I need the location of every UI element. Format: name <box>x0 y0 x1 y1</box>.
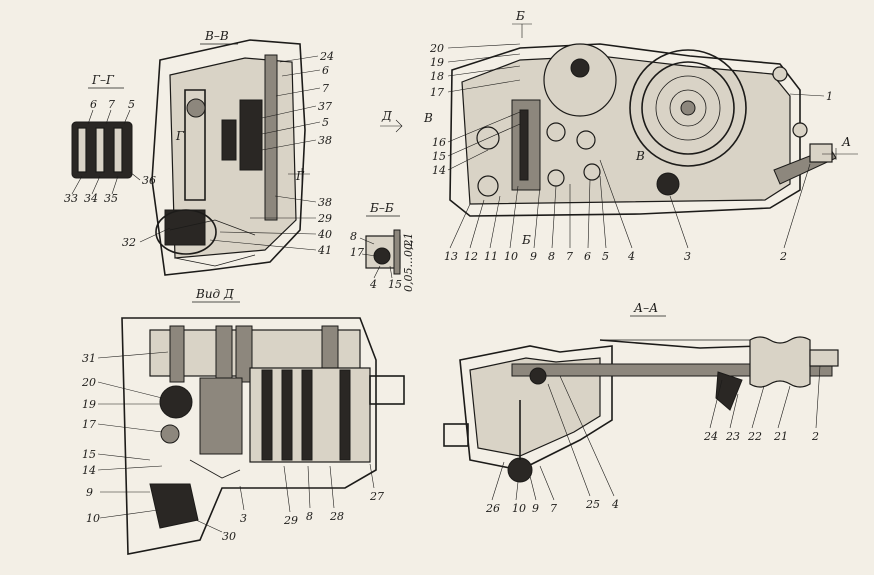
callout: 17 <box>82 418 96 431</box>
callout: 3 <box>240 512 247 525</box>
section-a-a-title: А–А <box>633 301 658 315</box>
callout: 13 <box>444 250 458 263</box>
callout: 21 <box>773 430 788 443</box>
callout: 30 <box>222 530 236 543</box>
callout: 8 <box>548 250 555 263</box>
view-d: Вид Д 31 20 19 17 15 14 9 10 3 <box>81 287 405 555</box>
section-g-g: Г–Г 6 7 5 33 34 35 36 <box>64 73 156 205</box>
callout: 15 <box>388 278 402 291</box>
section-v-v-title: В–В <box>204 29 229 43</box>
callout: 28 <box>329 510 344 523</box>
callout: 9 <box>86 486 93 499</box>
callout: 20 <box>429 42 444 55</box>
callout: 36 <box>142 174 156 187</box>
section-v-v-mark: Г <box>175 129 185 143</box>
main-bottom-callouts: 13 12 11 10 9 8 7 6 5 4 3 2 <box>444 159 811 263</box>
section-v-v: В–В Г Г 24 6 7 37 5 38 38 29 40 41 32 <box>122 29 334 276</box>
dimension: 0,05...0,2 <box>402 240 415 292</box>
callout: 29 <box>317 212 332 225</box>
callout: 6 <box>322 64 329 77</box>
callout: 8 <box>350 230 357 243</box>
callout: 3 <box>684 250 691 263</box>
callout: 32 <box>122 236 136 249</box>
main-section-mark: А <box>841 135 851 149</box>
callout: 25 <box>585 498 600 511</box>
view-d-left-callouts: 31 20 19 17 15 14 9 10 <box>81 351 169 525</box>
main-left-callouts: 20 19 18 17 16 15 14 <box>429 42 521 177</box>
callout: 10 <box>86 512 100 525</box>
callout: 24 <box>703 430 718 443</box>
section-v-v-mark-2: Г <box>295 169 305 183</box>
callout: 8 <box>306 510 313 523</box>
section-g-g-title: Г–Г <box>91 73 115 87</box>
callout: 16 <box>432 136 446 149</box>
callout: 5 <box>602 250 609 263</box>
main-view: Б В Д А Б В 20 19 18 17 16 15 14 13 12 1… <box>380 9 858 263</box>
callout: 15 <box>82 448 96 461</box>
callout: 1 <box>826 90 833 103</box>
dimension: 0,1 <box>402 233 415 251</box>
callout: 19 <box>82 398 96 411</box>
callout: 4 <box>627 250 635 263</box>
main-section-mark: Б <box>521 233 531 247</box>
callout: 5 <box>322 116 329 129</box>
callout: 7 <box>566 250 573 263</box>
section-b-b-title: Б–Б <box>369 201 394 215</box>
section-v-v-callouts: 24 6 7 37 5 38 38 29 40 41 32 <box>122 50 334 257</box>
callout: 10 <box>504 250 518 263</box>
callout: 38 <box>318 196 332 209</box>
callout: 14 <box>432 164 446 177</box>
main-section-mark: В <box>635 149 645 163</box>
callout: 38 <box>318 134 332 147</box>
callout: 40 <box>317 228 332 241</box>
callout: 14 <box>82 464 96 477</box>
callout: 2 <box>811 430 819 443</box>
callout: 23 <box>725 430 740 443</box>
section-a-a-callouts: 24 23 22 21 2 26 10 9 7 25 4 <box>485 365 821 515</box>
callout: 17 <box>430 86 444 99</box>
callout: 34 <box>84 192 98 205</box>
callout: 20 <box>81 376 96 389</box>
callout: 4 <box>611 498 619 511</box>
main-section-mark: Д <box>381 109 392 123</box>
callout: 2 <box>779 250 787 263</box>
view-d-bottom-callouts: 3 29 8 28 27 30 <box>195 463 384 543</box>
callout: 9 <box>530 250 537 263</box>
main-section-mark: Б <box>515 9 525 23</box>
callout: 29 <box>283 514 298 527</box>
section-b-b: Б–Б 8 17 4 15 0,05...0,2 0,1 <box>350 201 415 292</box>
callout: 7 <box>108 98 115 111</box>
callout: 15 <box>432 150 446 163</box>
callout: 27 <box>369 490 384 503</box>
callout: 7 <box>322 82 329 95</box>
callout: 12 <box>464 250 478 263</box>
view-d-title: Вид Д <box>195 287 234 301</box>
main-section-mark: В <box>423 111 433 125</box>
callout: 35 <box>104 192 118 205</box>
callout: 33 <box>64 192 78 205</box>
section-a-a: А–А 24 23 22 21 2 26 10 9 7 25 4 <box>443 301 839 515</box>
callout: 5 <box>128 98 135 111</box>
callout: 4 <box>369 278 377 291</box>
callout: 6 <box>584 250 591 263</box>
callout: 10 <box>512 502 526 515</box>
callout: 9 <box>532 502 539 515</box>
callout: 18 <box>430 70 444 83</box>
callout: 7 <box>550 502 557 515</box>
callout: 26 <box>485 502 500 515</box>
callout: 24 <box>319 50 334 63</box>
callout: 6 <box>90 98 97 111</box>
callout: 17 <box>350 246 364 259</box>
callout: 41 <box>317 244 332 257</box>
callout: 19 <box>430 56 444 69</box>
callout: 22 <box>747 430 762 443</box>
callout: 11 <box>484 250 498 263</box>
callout: 31 <box>82 352 96 365</box>
callout: 37 <box>318 100 332 113</box>
